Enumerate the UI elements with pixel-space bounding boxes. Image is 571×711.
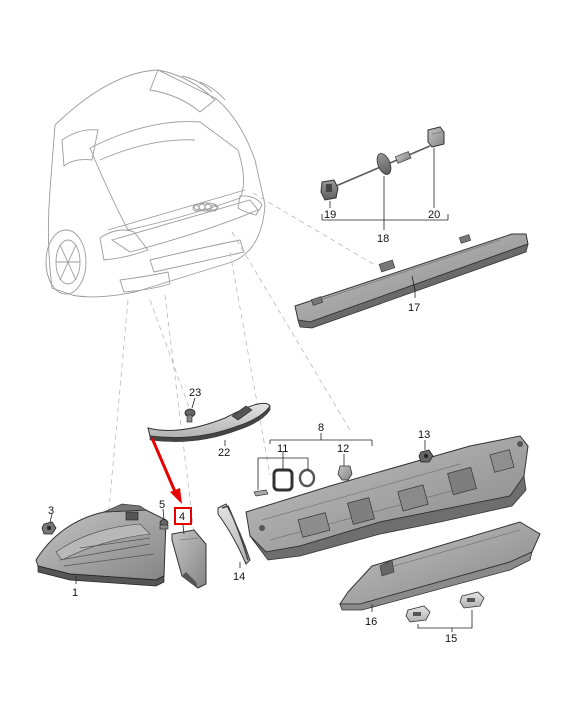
part-13-nut[interactable] — [418, 449, 434, 463]
callout-22: 22 — [218, 447, 230, 459]
callout-18: 18 — [377, 233, 389, 245]
callout-16: 16 — [365, 616, 377, 628]
part-11-gasket-set[interactable] — [253, 468, 316, 497]
part-5-screw[interactable] — [159, 519, 169, 530]
part-22-trim-strip[interactable] — [147, 402, 271, 442]
part-14-side-trim[interactable] — [217, 503, 251, 565]
callout-17: 17 — [408, 302, 420, 314]
part-15-clips[interactable] — [405, 591, 485, 623]
callout-3: 3 — [48, 505, 54, 517]
callout-15: 15 — [445, 633, 457, 645]
callout-14: 14 — [233, 571, 245, 583]
part-20-connector[interactable] — [427, 126, 445, 148]
callout-1: 1 — [72, 587, 78, 599]
callout-23: 23 — [189, 387, 201, 399]
part-17-high-mount-brake-light[interactable] — [294, 233, 529, 329]
reference-lines — [107, 192, 376, 541]
part-3-nut[interactable] — [41, 521, 57, 535]
callout-13: 13 — [418, 429, 430, 441]
part-12-clip[interactable] — [337, 465, 353, 481]
highlight-box — [174, 507, 192, 525]
part-19-connector[interactable] — [320, 179, 339, 201]
part-8-bracket[interactable] — [245, 435, 529, 561]
part-4-cover[interactable] — [171, 529, 207, 589]
vehicle-outline — [45, 69, 266, 298]
callout-12: 12 — [337, 443, 349, 455]
callout-4: 4 — [179, 511, 185, 523]
highlight-arrow — [150, 437, 182, 504]
callout-19: 19 — [324, 209, 336, 221]
callout-labels: 1 3 4 5 8 11 12 13 14 15 16 17 18 19 20 … — [48, 209, 457, 645]
callout-8: 8 — [318, 422, 324, 434]
callout-5: 5 — [159, 499, 165, 511]
part-18-wiring-harness[interactable] — [335, 145, 431, 188]
callout-20: 20 — [428, 209, 440, 221]
part-23-screw[interactable] — [184, 408, 196, 423]
part-1-tail-light[interactable] — [35, 503, 167, 587]
leader-lines — [49, 148, 473, 632]
callout-11: 11 — [277, 443, 288, 455]
part-16-diffuser[interactable] — [339, 521, 541, 611]
